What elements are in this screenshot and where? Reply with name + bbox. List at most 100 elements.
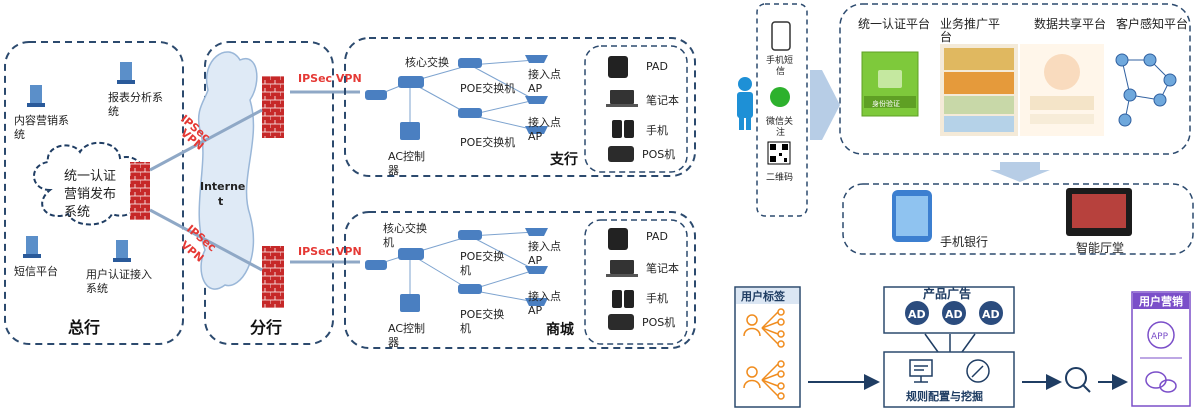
ac-label-1: AC控制 xyxy=(388,149,425,163)
report-server-icon xyxy=(117,62,135,84)
laptop-icon xyxy=(610,90,634,104)
poe-switch-2-icon xyxy=(458,284,482,294)
user-auth-label-2: 系统 xyxy=(86,282,108,295)
product-ads-title: 产品广告 xyxy=(923,286,971,301)
rule-mining-box xyxy=(883,351,1015,408)
ac-controller-icon xyxy=(400,122,420,140)
edge-router-icon xyxy=(365,90,387,100)
mall-device-label-phone: 手机 xyxy=(646,291,668,305)
pos-icon xyxy=(608,146,634,162)
branch-firewall-top-icon xyxy=(262,76,284,138)
mobile-banking-label: 手机银行 xyxy=(940,235,988,249)
mall-poe-label-1: POE交换 xyxy=(460,249,504,263)
ac-controller-icon xyxy=(400,294,420,312)
internet-label-2: t xyxy=(218,195,223,208)
user-tag-group-1 xyxy=(743,308,785,348)
monitor-icon xyxy=(909,359,933,383)
vpn-lower-horiz-label: IPSec VPN xyxy=(298,245,362,258)
wechat-label-2: 注 xyxy=(776,126,785,138)
mall-border xyxy=(344,211,696,349)
ap-icon xyxy=(525,126,548,134)
app-icon xyxy=(1147,321,1175,349)
poe-switch-1-icon xyxy=(458,58,482,68)
id-card-icon xyxy=(878,70,902,88)
pos-icon xyxy=(608,314,634,330)
user-tags-box xyxy=(734,286,801,408)
content-marketing-label-2: 统 xyxy=(14,128,25,141)
phone-icon xyxy=(612,120,622,138)
content-marketing-label-1: 内容营销系 xyxy=(14,113,69,127)
mall-ap-label-1: 接入点 xyxy=(528,240,561,253)
output-panel xyxy=(842,183,1194,255)
platform-panel xyxy=(839,3,1191,155)
platform-promo-label-1: 业务推广平 xyxy=(940,16,1000,31)
sms-platform-label: 短信平台 xyxy=(14,264,58,278)
platform-data-share-label: 数据共享平台 xyxy=(1034,16,1106,31)
poe-switch-1-icon xyxy=(458,230,482,240)
ap-label-3: 接入点 xyxy=(528,116,561,129)
phone-icon xyxy=(624,290,634,308)
data-share-thumbnail xyxy=(1020,44,1104,136)
mall-ap-label-4: AP xyxy=(528,304,543,317)
user-tags-title: 用户标签 xyxy=(741,289,786,303)
branch-group: Interne t 分行 xyxy=(197,41,334,345)
sms-server-icon xyxy=(23,236,41,258)
user-tag-group-2 xyxy=(743,360,785,400)
platform-promo-label-2: 台 xyxy=(940,29,952,44)
user-auth-label-1: 用户认证接入 xyxy=(86,267,152,281)
auth-button-label: 身份验证 xyxy=(872,99,900,108)
ap-icon xyxy=(525,298,548,306)
ap-icon xyxy=(525,266,548,274)
platform-auth-label: 统一认证平台 xyxy=(858,16,930,31)
smart-hall-label: 智能厅堂 xyxy=(1076,240,1124,255)
ac-label-2: 器 xyxy=(388,164,399,177)
ap-label-2: AP xyxy=(528,82,543,95)
mall-title: 商城 xyxy=(546,321,574,338)
hq-title: 总行 xyxy=(68,318,100,337)
person-icon xyxy=(737,77,753,130)
app-label: APP xyxy=(1151,332,1169,342)
sub-branch-border xyxy=(344,37,696,177)
vpn-upper-horiz-label: IPSec VPN xyxy=(298,72,362,85)
platform-customer-label: 客户感知平台 xyxy=(1116,16,1188,31)
right-bottom-section: 用户标签 产品广告 AD AD AD xyxy=(734,286,1191,408)
cloud-text-2: 营销发布 xyxy=(64,186,116,202)
user-marketing-box xyxy=(1131,291,1191,407)
cloud-text-3: 系统 xyxy=(64,205,90,220)
core-switch-icon xyxy=(398,76,424,88)
vpn-link-lower-diag xyxy=(149,208,263,272)
channel-arrow-icon xyxy=(810,70,840,140)
device-label-laptop: 笔记本 xyxy=(646,93,679,107)
hq-firewall-icon xyxy=(130,162,150,220)
wechat-marketing-icon xyxy=(1145,371,1177,393)
sub-branch-group: 核心交换 POE交换机 POE交换机 接入点 AP 接入点 AP AC控制 器 … xyxy=(344,37,696,177)
report-analysis-label-2: 统 xyxy=(108,105,119,118)
mall-device-label-pad: PAD xyxy=(646,230,668,243)
branch-firewall-bottom-icon xyxy=(262,246,284,308)
wechat-icon xyxy=(770,87,790,107)
rule-mining-label: 规则配置与挖掘 xyxy=(906,389,983,403)
core-switch-icon xyxy=(398,248,424,260)
report-analysis-label-1: 报表分析系 xyxy=(108,90,163,104)
ad-icon xyxy=(903,299,931,327)
mall-poe-label-4: 机 xyxy=(460,321,471,335)
device-label-pad: PAD xyxy=(646,60,668,73)
pad-icon xyxy=(608,56,628,78)
poe-switch-label-1: POE交换机 xyxy=(460,81,515,95)
internet-cloud xyxy=(197,51,258,290)
mall-device-box xyxy=(584,219,688,345)
wechat-label-1: 微信关 xyxy=(766,115,793,127)
hq-border xyxy=(4,41,184,345)
mall-group: 核心交换 机 POE交换 机 POE交换 机 接入点 AP 接入点 AP AC控… xyxy=(344,211,696,349)
ap-icon xyxy=(525,228,548,236)
ap-icon xyxy=(525,96,548,104)
internet-label-1: Interne xyxy=(200,180,245,193)
sub-branch-title: 支行 xyxy=(549,151,578,168)
pencil-icon xyxy=(966,359,990,383)
laptop-icon xyxy=(610,260,634,274)
mall-poe-label-2: 机 xyxy=(460,263,471,277)
mall-device-label-laptop: 笔记本 xyxy=(646,261,679,275)
cloud-text-1: 统一认证 xyxy=(64,169,116,184)
